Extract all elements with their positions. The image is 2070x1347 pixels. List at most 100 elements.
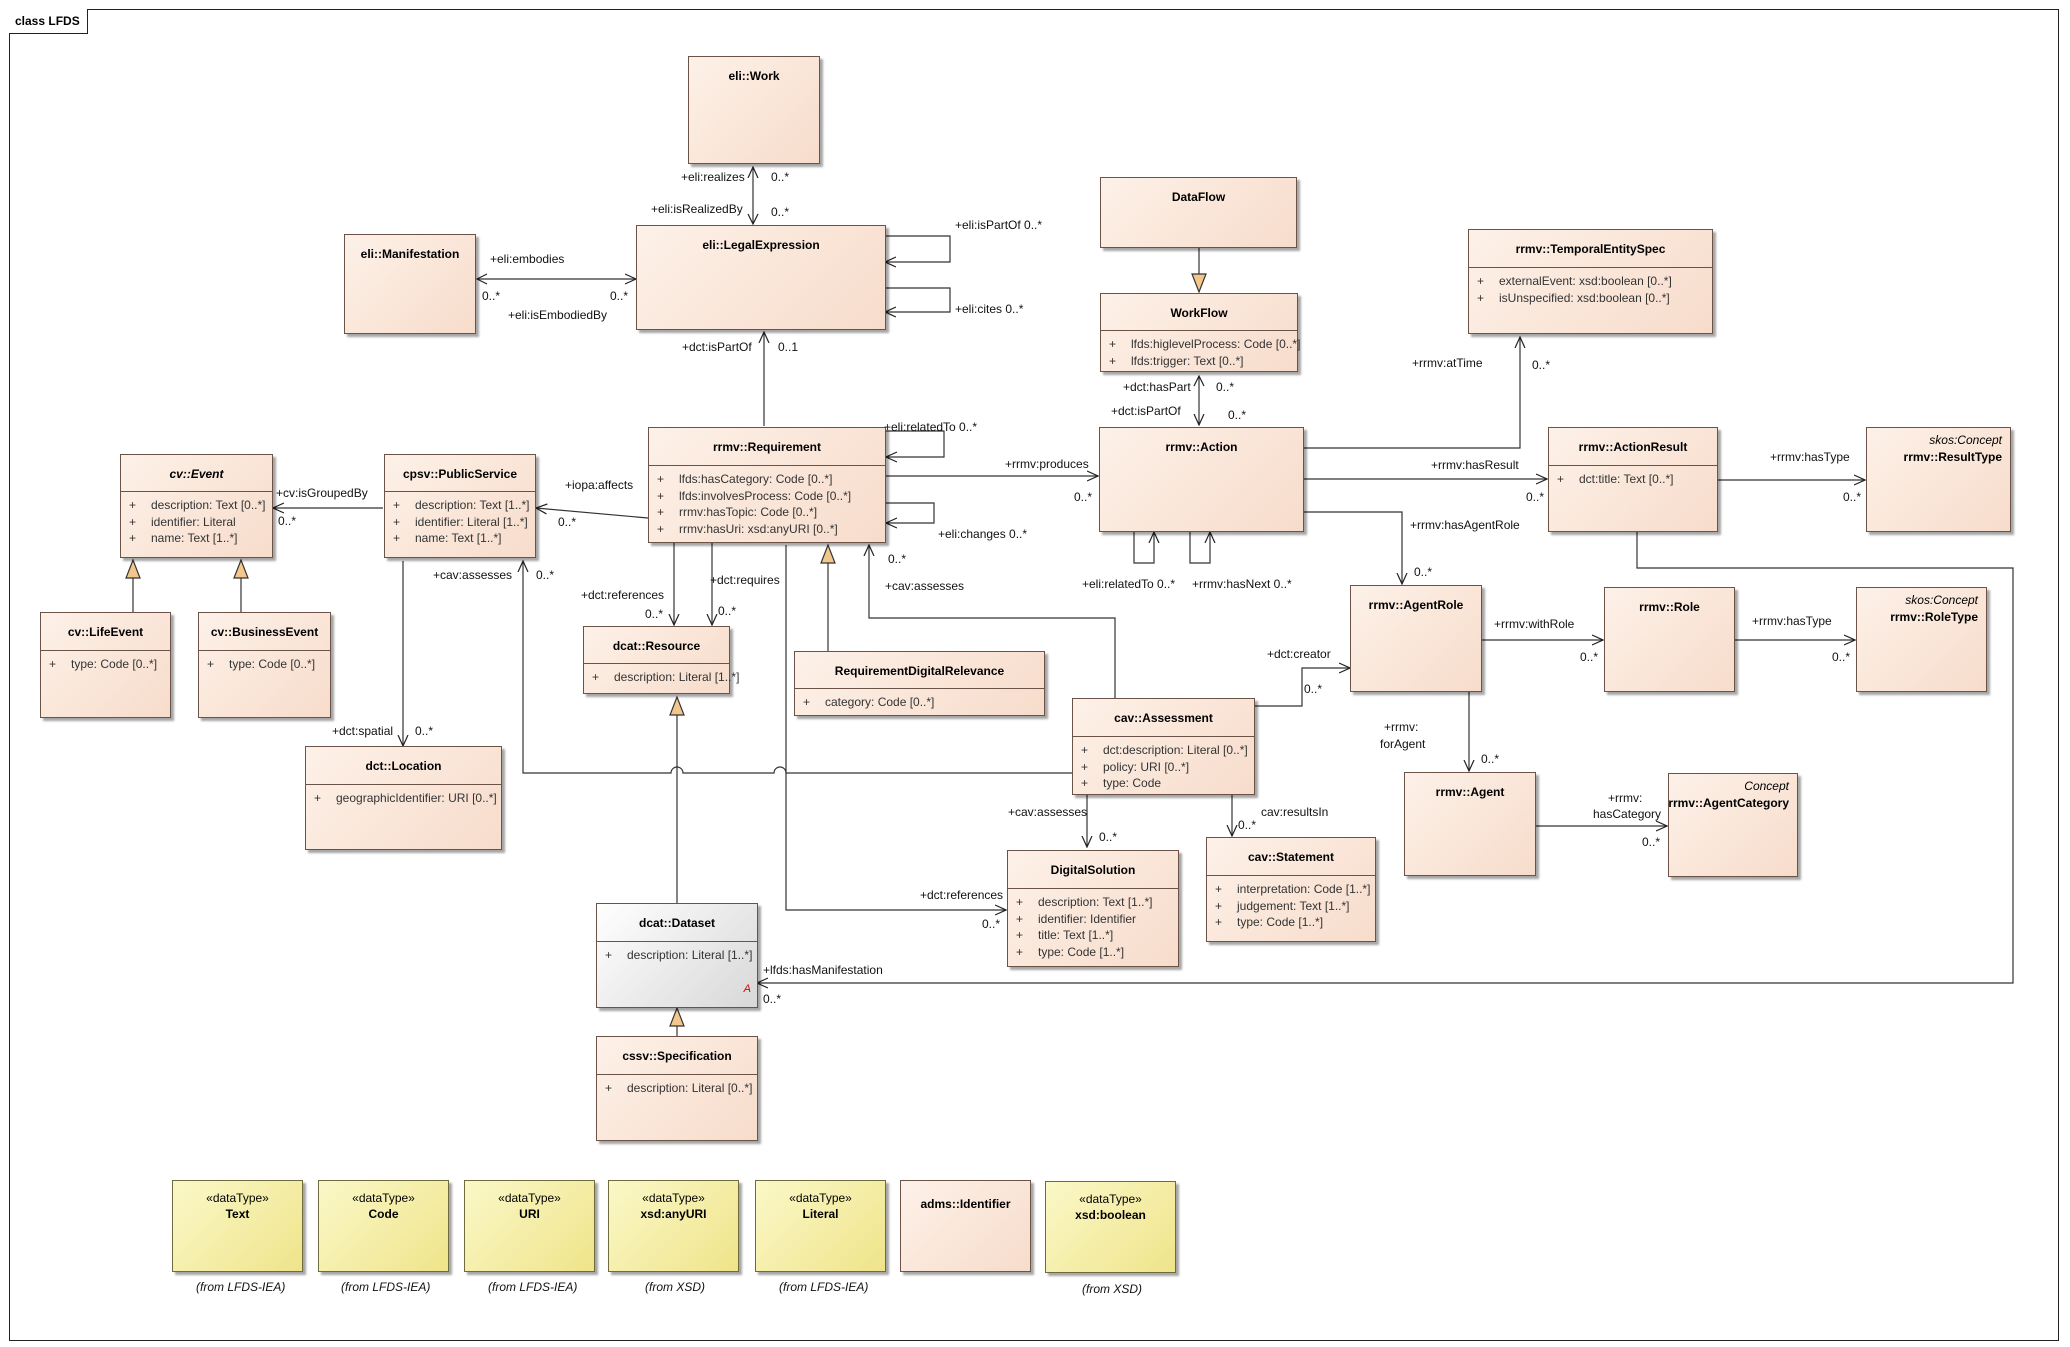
class-name: Code xyxy=(368,1207,399,1221)
role-label: +lfds:hasManifestation xyxy=(763,963,883,977)
attribute: description: Literal [1..*] xyxy=(584,669,739,686)
class-name: rrmv::RoleType xyxy=(1890,610,1978,624)
datatype-literal[interactable]: «dataType» Literal xyxy=(755,1180,886,1272)
multiplicity-label: 0..* xyxy=(558,515,577,529)
class-name: eli::Work xyxy=(728,69,780,83)
stereotype: skos:Concept xyxy=(1929,433,2002,447)
datatype-text[interactable]: «dataType» Text xyxy=(172,1180,303,1272)
stereotype: «dataType» xyxy=(498,1191,561,1205)
attribute: judgement: Text [1..*] xyxy=(1207,898,1375,915)
edge-hasagentrole xyxy=(1304,511,1402,584)
class-name: rrmv::ActionResult xyxy=(1578,440,1688,454)
class-name: rrmv::AgentRole xyxy=(1368,598,1464,612)
class-statement[interactable]: cav::Statement interpretation: Code [1..… xyxy=(1206,837,1376,942)
role-label: +eli:isEmbodiedBy xyxy=(508,308,608,322)
multiplicity-label: 0..* xyxy=(1216,380,1235,394)
diagram-frame xyxy=(9,9,2059,1341)
edge-iopa-affects xyxy=(536,508,649,519)
edge-req-relatedto xyxy=(886,430,945,457)
attribute: dct:description: Literal [0..*] xyxy=(1073,742,1254,759)
class-eli-manifestation[interactable]: eli::Manifestation xyxy=(344,234,476,334)
class-requirementdigitalrelevance[interactable]: RequirementDigitalRelevance category: Co… xyxy=(794,651,1045,716)
attribute: type: Code [0..*] xyxy=(41,656,170,673)
stereotype: skos:Concept xyxy=(1905,593,1978,607)
class-businessevent[interactable]: cv::BusinessEvent type: Code [0..*] xyxy=(198,612,331,718)
class-assessment[interactable]: cav::Assessment dct:description: Literal… xyxy=(1072,698,1255,795)
class-publicservice[interactable]: cpsv::PublicService description: Text [1… xyxy=(384,454,536,558)
diagram-title: class LFDS xyxy=(9,9,88,34)
class-name: rrmv::Requirement xyxy=(712,440,822,454)
class-actionresult[interactable]: rrmv::ActionResult dct:title: Text [0..*… xyxy=(1548,427,1718,532)
class-name: RequirementDigitalRelevance xyxy=(834,664,1005,678)
datatype-boolean[interactable]: «dataType» xsd:boolean xyxy=(1045,1181,1176,1273)
class-roletype[interactable]: skos:Concept rrmv::RoleType xyxy=(1856,587,1987,692)
stereotype: «dataType» xyxy=(206,1191,269,1205)
class-adms-identifier[interactable]: adms::Identifier xyxy=(900,1180,1031,1272)
role-label: +rrmv:hasType xyxy=(1752,614,1832,628)
multiplicity-label: 0..* xyxy=(610,289,629,303)
role-label: +eli:relatedTo 0..* xyxy=(1082,577,1176,591)
class-specification[interactable]: cssv::Specification description: Literal… xyxy=(596,1036,758,1141)
class-name: cv::Event xyxy=(169,467,224,481)
edge-cav-assesses-req xyxy=(869,545,1116,698)
multiplicity-label: 0..* xyxy=(536,568,555,582)
class-agentcategory[interactable]: Concept rrmv::AgentCategory xyxy=(1668,773,1798,877)
class-eli-legalexpression[interactable]: eli::LegalExpression xyxy=(636,225,886,330)
class-dataflow[interactable]: DataFlow xyxy=(1100,177,1297,248)
multiplicity-label: 0..* xyxy=(1532,358,1551,372)
gen-triangle-reqdig xyxy=(820,543,836,564)
role-label: +eli:relatedTo 0..* xyxy=(884,420,978,434)
edge-eli-cites xyxy=(885,287,951,312)
class-cv-event[interactable]: cv::Event description: Text [0..*] ident… xyxy=(120,454,273,558)
class-eli-work[interactable]: eli::Work xyxy=(688,56,820,164)
class-lifeevent[interactable]: cv::LifeEvent type: Code [0..*] xyxy=(40,612,171,718)
class-name: cv::BusinessEvent xyxy=(210,625,319,639)
class-resulttype[interactable]: skos:Concept rrmv::ResultType xyxy=(1866,427,2011,532)
role-label: +dct:references xyxy=(581,588,665,602)
class-name: DataFlow xyxy=(1171,190,1226,204)
datatype-code[interactable]: «dataType» Code xyxy=(318,1180,449,1272)
attribute-list: dct:description: Literal [0..*] policy: … xyxy=(1073,736,1254,792)
class-temporalentityspec[interactable]: rrmv::TemporalEntitySpec externalEvent: … xyxy=(1468,229,1713,334)
multiplicity-label: 0..* xyxy=(888,552,907,566)
datatype-anyuri[interactable]: «dataType» xsd:anyURI xyxy=(608,1180,739,1272)
multiplicity-label: 0..* xyxy=(1099,830,1118,844)
gen-triangle-lifeevent xyxy=(125,558,141,579)
role-label: +iopa:affects xyxy=(565,478,634,492)
class-dataset[interactable]: dcat::Dataset description: Literal [1..*… xyxy=(596,903,758,1008)
role-label: +dct:isPartOf xyxy=(682,340,752,354)
multiplicity-label: 0..* xyxy=(1580,650,1599,664)
attribute: identifier: Literal xyxy=(121,514,272,531)
class-location[interactable]: dct::Location geographicIdentifier: URI … xyxy=(305,746,502,850)
class-resource[interactable]: dcat::Resource description: Literal [1..… xyxy=(583,626,739,694)
multiplicity-label: 0..* xyxy=(1414,565,1433,579)
attribute: category: Code [0..*] xyxy=(795,694,1044,711)
role-label: +dct:requires xyxy=(710,573,780,587)
attribute: lfds:involvesProcess: Code [0..*] xyxy=(649,488,885,505)
package-origin: (from LFDS-IEA) xyxy=(341,1280,431,1294)
multiplicity-label: 0..* xyxy=(482,289,501,303)
class-agent[interactable]: rrmv::Agent xyxy=(1404,772,1536,876)
package-origin: (from XSD) xyxy=(1082,1282,1142,1296)
class-workflow[interactable]: WorkFlow lfds:higlevelProcess: Code [0..… xyxy=(1100,293,1300,372)
role-label: forAgent xyxy=(1380,737,1426,751)
class-name: URI xyxy=(519,1207,540,1221)
gen-triangle-dataflow xyxy=(1191,273,1207,294)
multiplicity-label: 0..* xyxy=(982,917,1001,931)
multiplicity-label: 0..* xyxy=(278,514,297,528)
class-name: rrmv::ResultType xyxy=(1903,450,2002,464)
role-label: +eli:isPartOf 0..* xyxy=(955,218,1043,232)
attribute: isUnspecified: xsd:boolean [0..*] xyxy=(1469,290,1712,307)
datatype-uri[interactable]: «dataType» URI xyxy=(464,1180,595,1272)
multiplicity-label: 0..* xyxy=(1228,408,1247,422)
attribute: identifier: Literal [1..*] xyxy=(385,514,535,531)
gen-triangle-spec xyxy=(669,1006,685,1027)
class-agentrole[interactable]: rrmv::AgentRole xyxy=(1350,585,1482,692)
class-name: rrmv::Agent xyxy=(1435,785,1505,799)
class-requirement[interactable]: rrmv::Requirement lfds:hasCategory: Code… xyxy=(648,427,886,543)
attribute: rrmv:hasTopic: Code [0..*] xyxy=(649,504,885,521)
class-digitalsolution[interactable]: DigitalSolution description: Text [1..*]… xyxy=(1007,850,1179,967)
class-role[interactable]: rrmv::Role xyxy=(1604,587,1735,692)
stereotype: «dataType» xyxy=(642,1191,705,1205)
class-action[interactable]: rrmv::Action xyxy=(1099,427,1304,532)
